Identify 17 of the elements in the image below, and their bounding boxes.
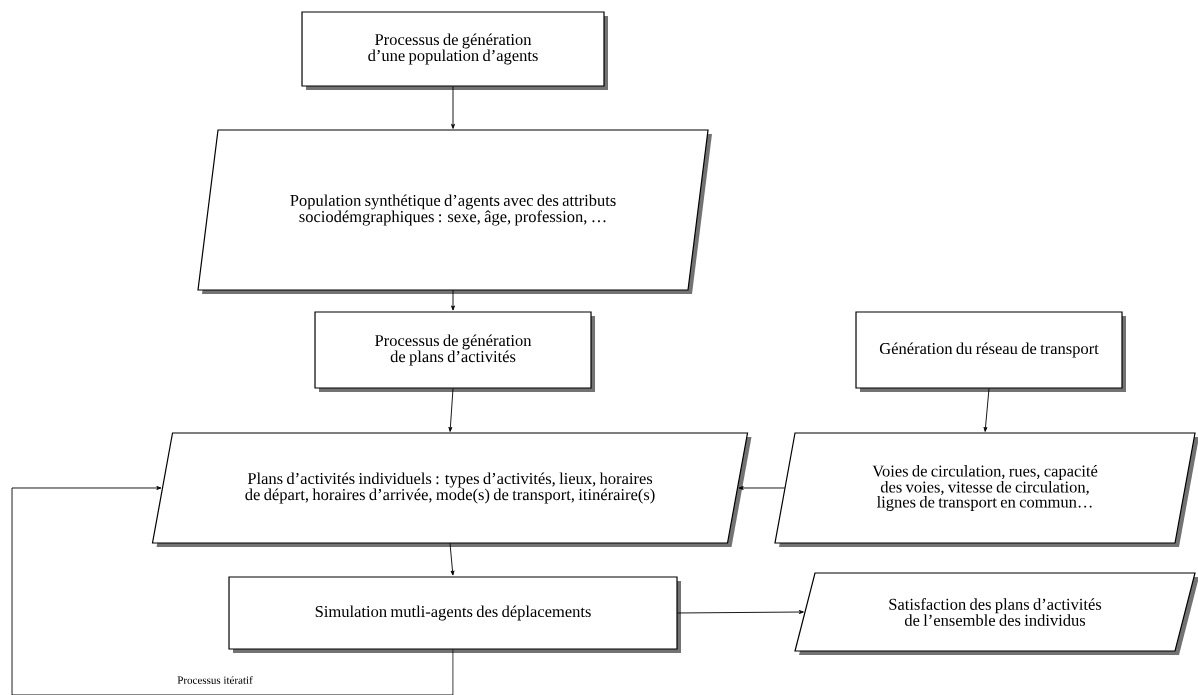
data-parallelogram: Population synthétique d’agents avec des attributs sociodémgraphiques : sexe, âge, profession, … [197,129,712,294]
process-box: Simulation mutli-agents des déplacements [228,576,681,653]
process-box: Processus de génération d’une population d’agents [301,11,608,90]
arrow [11,486,454,695]
arrow [448,388,454,432]
process-box: Processus de génération de plans d’activités [314,311,595,392]
edge-label: Processus itératif [176,675,254,685]
arrow [677,610,804,614]
arrow [983,388,990,432]
arrow [451,86,455,129]
data-parallelogram: Voies de circulation, rues, capacité des voies, vitesse de circulation, lignes de transport en commun… [774,432,1198,547]
arrow [451,289,455,311]
data-parallelogram: Plans d’activités individuels : types d’activités, lieux, horaires de départ, horaires d’arrivée, mode(s) de transport, itinéraire(s) [151,432,752,547]
arrow [449,542,455,576]
data-parallelogram: Satisfaction des plans d’activités de l’ensemble des individus [794,572,1198,655]
arrow [738,486,786,490]
process-box: Génération du réseau de transport [855,311,1126,392]
